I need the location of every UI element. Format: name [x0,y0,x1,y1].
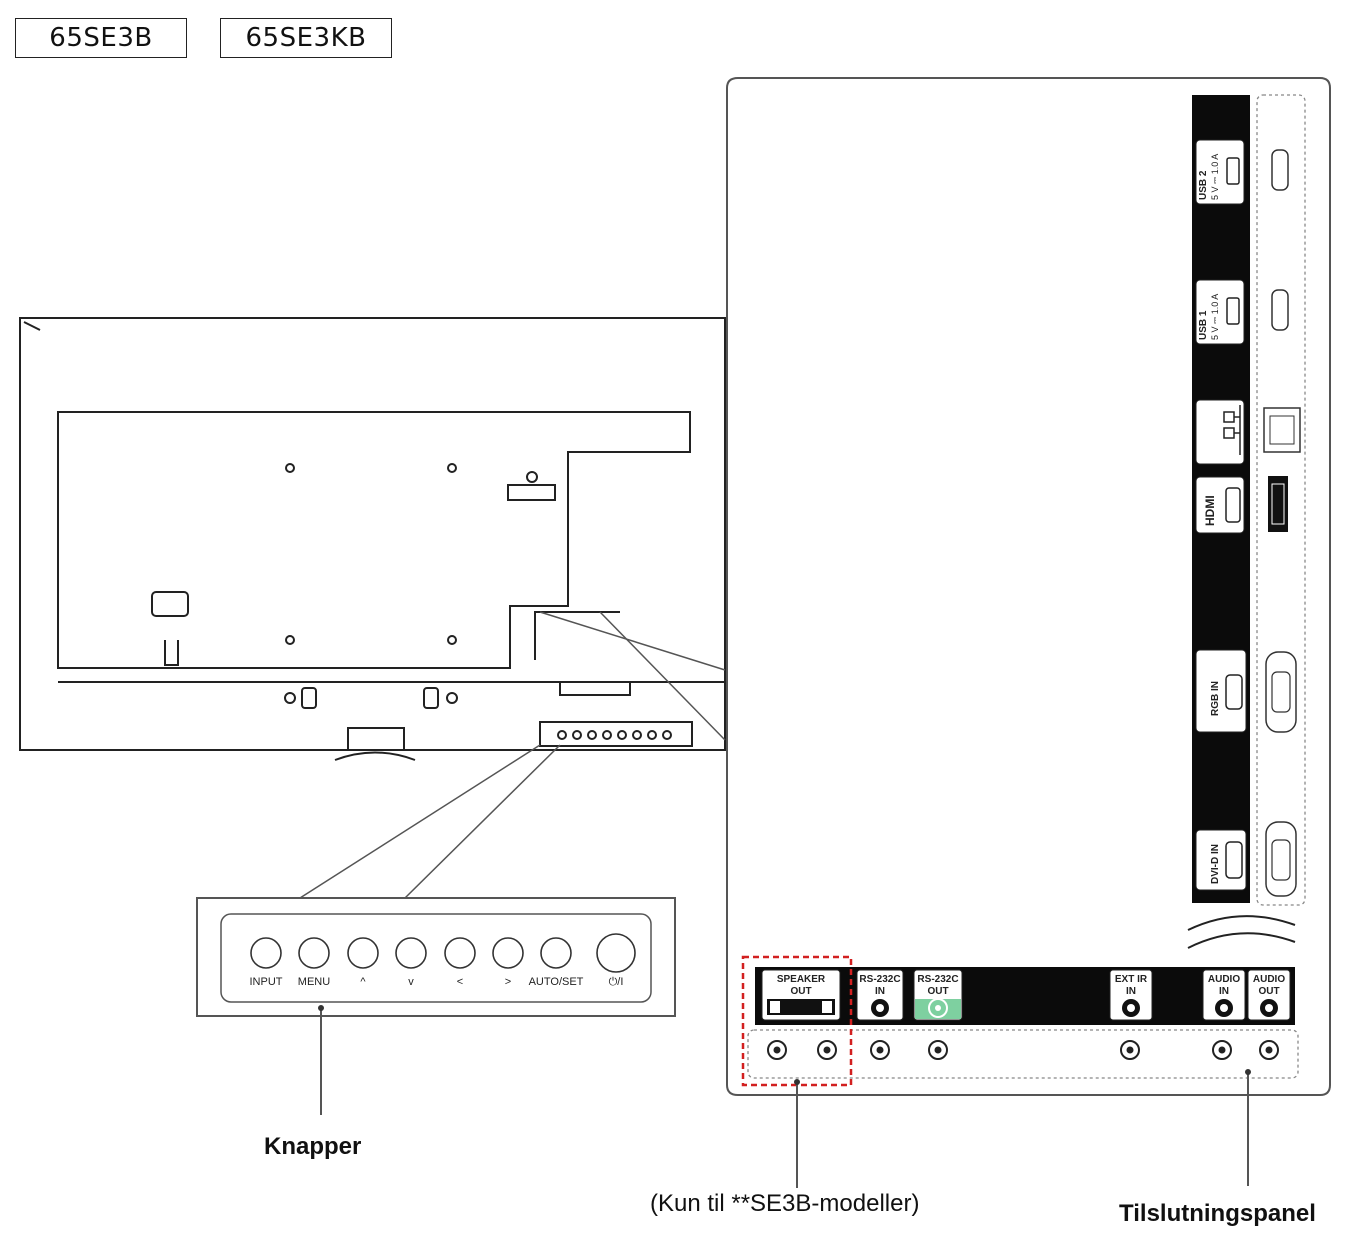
buttons-leader-dot [318,1005,324,1011]
hdmi-port-icon [1268,476,1288,532]
model-label-65se3kb: 65SE3KB [220,18,392,58]
front-button-label-5: > [505,976,511,988]
dvi-port-icon [1265,821,1297,897]
rs232c-in-line2: IN [875,986,885,997]
model-label-65se3b: 65SE3B [15,18,187,58]
speaker-out-line2: OUT [790,986,811,997]
usb2-sub: 5 V ⎓ 1.0 A [1210,154,1220,200]
front-button-1 [298,937,330,969]
front-button-label-1: MENU [298,976,330,988]
front-button-0 [250,937,282,969]
audio-in-line2: IN [1219,986,1229,997]
rs232c-out-line2: OUT [927,986,948,997]
audio-out-line1: AUDIO [1253,974,1285,985]
usb1-port-icon [1271,289,1289,331]
ext-ir-line2: IN [1126,986,1136,997]
vertical-ports: USB 2 5 V ⎓ 1.0 A USB 1 5 V ⎓ 1.0 A HDMI… [1195,139,1301,897]
front-button-4 [444,937,476,969]
rs232c-out-line1: RS-232C [917,974,958,985]
front-button-label-3: v [408,976,414,988]
speaker-out-line1: SPEAKER [777,974,826,985]
hdmi-label: HDMI [1203,495,1217,526]
rgb-in-label: RGB IN [1210,681,1221,716]
usb1-label: USB 1 [1198,310,1209,340]
ext-ir-line1: EXT IR [1115,974,1148,985]
audio-out-line2: OUT [1258,986,1279,997]
caption-knapper: Knapper [264,1133,362,1160]
button-panel-zoom: INPUT MENU ^ v < > AUTO/SET ⏻/I [196,897,676,1017]
front-button-6 [540,937,572,969]
rs232c-in-line1: RS-232C [859,974,900,985]
front-button-label-6: AUTO/SET [529,976,584,988]
usb1-sub: 5 V ⎓ 1.0 A [1210,294,1220,340]
usb2-port-icon [1271,149,1289,191]
usb2-label: USB 2 [1198,170,1209,200]
lan-port-icon [1263,407,1301,453]
audio-in-line1: AUDIO [1208,974,1240,985]
front-button-label-7: ⏻/I [609,976,624,988]
front-button-3 [395,937,427,969]
connector-panel-zoom [726,77,1331,1096]
caption-tilslutningspanel: Tilslutningspanel [1119,1200,1316,1227]
zoom-lines [299,611,726,899]
rgb-port-icon [1265,651,1297,733]
front-button-2 [347,937,379,969]
front-button-label-2: ^ [360,976,366,988]
front-button-5 [492,937,524,969]
bottom-ports: SPEAKER OUT RS-232C IN RS-232C OUT EXT I… [761,969,1291,1060]
front-button-label-4: < [457,976,463,988]
caption-speaker-note: (Kun til **SE3B-modeller) [650,1190,920,1217]
lan-symbol-icon [1223,405,1241,455]
front-button-label-0: INPUT [250,976,283,988]
front-button-7 [596,933,636,973]
monitor-rear-view [19,317,726,761]
dvi-in-label: DVI-D IN [1210,844,1221,884]
